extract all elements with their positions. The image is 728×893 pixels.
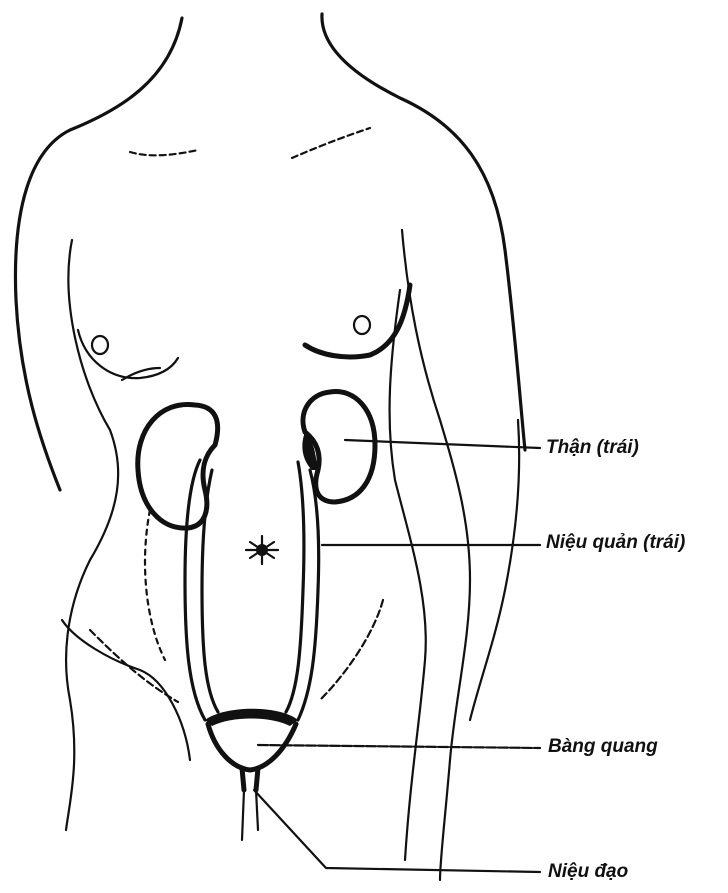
left-ureter-outer	[298, 470, 319, 720]
left-ureter-inner	[286, 462, 304, 712]
right-groin-contour	[320, 600, 383, 700]
left-clavicle	[130, 150, 198, 155]
urethra-leader-line	[254, 790, 540, 872]
leader-lines	[254, 440, 540, 872]
left-hip-line	[62, 620, 190, 760]
urethra	[242, 768, 258, 840]
right-nipple	[354, 316, 370, 334]
left-nipple	[92, 336, 108, 354]
right-ureter-inner	[202, 470, 218, 712]
bladder-leader-line	[258, 745, 540, 748]
bladder-outline	[208, 724, 296, 770]
navel	[246, 536, 278, 564]
bladder	[205, 709, 298, 770]
left-breast-curve	[78, 330, 178, 378]
right-breast-curve	[305, 285, 410, 357]
torso-outline	[15, 14, 525, 880]
right-shoulder-contour	[322, 14, 525, 450]
label-ureter: Niệu quản (trái)	[546, 532, 685, 554]
left-shoulder-contour	[15, 18, 182, 490]
label-urethra: Niệu đạo	[548, 861, 628, 883]
right-arm-outer-line	[470, 420, 519, 720]
right-clavicle	[292, 128, 370, 158]
right-waist-line	[390, 290, 426, 860]
urethra-lower	[242, 790, 258, 840]
groin-contours	[90, 510, 383, 702]
label-kidney: Thận (trái)	[546, 437, 639, 459]
label-bladder: Bàng quang	[548, 736, 658, 758]
chest-details	[78, 128, 410, 380]
left-abdomen-contour	[145, 510, 165, 660]
left-armpit-line	[66, 240, 118, 830]
